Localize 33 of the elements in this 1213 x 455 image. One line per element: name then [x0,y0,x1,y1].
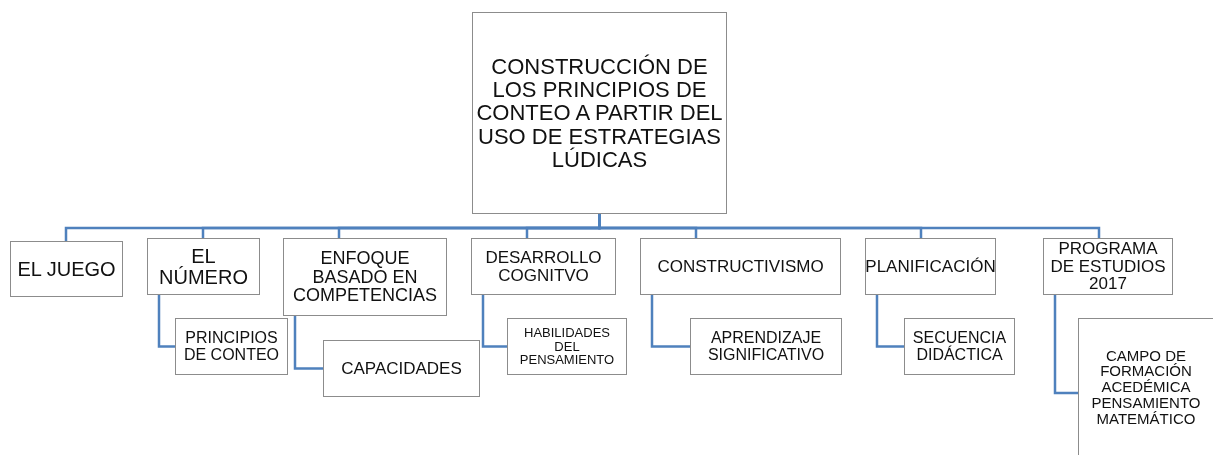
node-label: APRENDIZAJE SIGNIFICATIVO [706,329,826,364]
concept-box [690,318,842,375]
node-label: PRINCIPIOS DE CONTEO [182,329,281,364]
connector-line [157,295,175,348]
concept-box [865,238,996,295]
node-label: PROGRAMA DE ESTUDIOS 2017 [1049,239,1167,294]
title-box [472,12,727,214]
node-label: EL NÚMERO [158,245,249,288]
concept-box [507,318,627,375]
concept-box [471,238,616,295]
concept-box [10,241,123,297]
node-label: CONSTRUCTIVISMO [657,257,824,276]
node-label: EL JUEGO [17,258,116,280]
node-label: ENFOQUE BASADO EN COMPETENCIAS [292,248,438,306]
node-label: SECUENCIA DIDÁCTICA [911,329,1008,364]
concept-box [1078,318,1213,455]
concept-box [147,238,260,295]
connector-line [1053,295,1078,395]
node-label: PLANIFICACIÓN [865,257,996,276]
connector-line [481,295,507,348]
concept-box [323,340,480,397]
node-label: HABILIDADES DEL PENSAMIENTO [518,326,616,367]
concept-box [175,318,288,375]
node-label: CAPACIDADES [341,359,462,378]
concept-box [283,238,447,316]
node-label: CONSTRUCCIÓN DE LOS PRINCIPIOS DE CONTEO A PARTIR DEL USO DE ESTRATEGIAS LÚDICAS [476,55,723,171]
connector-line [293,316,323,370]
connector-line [875,295,904,348]
node-label: DESARROLLO COGNITVO [484,248,603,285]
node-label: CAMPO DE FORMACIÓN ACEDÉMICA PENSAMIENTO MATEMÁTICO [1090,347,1202,427]
concept-box [904,318,1015,375]
concept-box [640,238,841,295]
connector-line [650,295,690,348]
